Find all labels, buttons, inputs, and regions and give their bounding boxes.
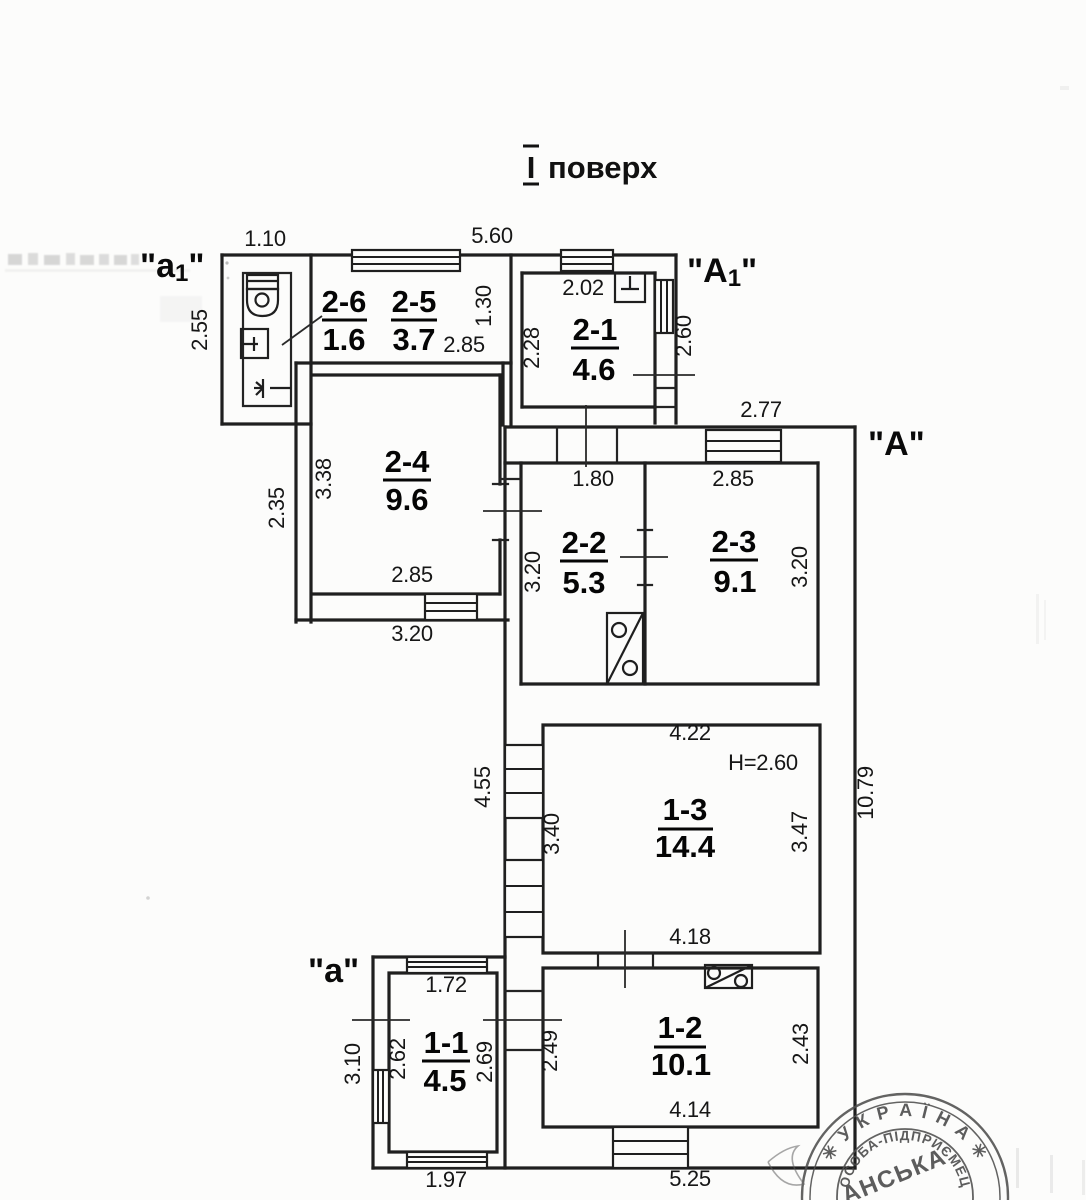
leader-lines xyxy=(281,315,695,1021)
signature-squiggle xyxy=(767,1144,806,1186)
room-2-5-label: 2-5 3.7 xyxy=(391,284,437,357)
svg-text:9.6: 9.6 xyxy=(385,482,428,517)
window-room11-bottom xyxy=(405,1150,489,1170)
dim-a-left: 3.10 xyxy=(340,1043,365,1085)
dim-a1-left: 2.55 xyxy=(187,309,212,351)
dim-r24-height: 3.38 xyxy=(311,458,336,500)
dim-r21-right: 2.60 xyxy=(671,315,696,357)
window-room24-bottom xyxy=(423,592,479,622)
lamp-icon xyxy=(254,379,291,398)
title-roman-numeral: І xyxy=(527,150,536,185)
dim-r11-left: 2.62 xyxy=(385,1038,410,1080)
marker-A: "А" xyxy=(868,425,925,463)
dim-r12-right: 2.43 xyxy=(788,1023,813,1065)
dim-r24-left-out: 2.35 xyxy=(264,487,289,529)
svg-text:9.1: 9.1 xyxy=(713,564,756,599)
dimensions: 1.10 5.60 2.02 2.55 1.30 2.85 2.28 2.60 … xyxy=(187,223,878,1192)
svg-text:1-2: 1-2 xyxy=(658,1010,703,1045)
dim-r13-right: 3.47 xyxy=(787,811,812,853)
dim-r13-bottom: 4.18 xyxy=(669,924,711,949)
dim-strip-top: 5.60 xyxy=(471,223,513,248)
room-2-2-label: 2-2 5.3 xyxy=(560,525,608,600)
svg-text:5.3: 5.3 xyxy=(562,565,605,600)
svg-text:1-3: 1-3 xyxy=(663,792,708,827)
dim-r11-right: 2.69 xyxy=(472,1041,497,1083)
window-blockA-top xyxy=(704,428,783,464)
dim-r13-left: 3.40 xyxy=(539,813,564,855)
room-1-1-label: 1-1 4.5 xyxy=(422,1025,470,1098)
window-strip-top xyxy=(350,248,462,273)
dim-blockA-top: 2.77 xyxy=(740,397,782,422)
dim-a-bottom-out: 1.97 xyxy=(425,1167,467,1192)
room-1-3-label: 1-3 14.4 xyxy=(655,792,716,864)
marker-a: "а" xyxy=(308,952,359,990)
room-2-6-label: 2-6 1.6 xyxy=(322,284,367,357)
dim-r11-top: 1.72 xyxy=(425,972,467,997)
dim-r23-right: 3.20 xyxy=(787,546,812,588)
marker-a1: "а1" xyxy=(140,247,205,287)
toilet-icon xyxy=(245,273,280,318)
room-2-4-label: 2-4 9.6 xyxy=(383,444,431,517)
svg-text:4.6: 4.6 xyxy=(572,352,615,387)
dim-r12-bottom-out: 5.25 xyxy=(669,1166,711,1191)
dim-r13-top: 4.22 xyxy=(669,720,711,745)
hatch-room12-icon xyxy=(703,963,754,990)
svg-text:2-2: 2-2 xyxy=(562,525,607,560)
room-1-2-label: 1-2 10.1 xyxy=(651,1010,711,1082)
room-2-1-label: 2-1 4.6 xyxy=(571,312,619,387)
svg-text:1.6: 1.6 xyxy=(322,322,365,357)
window-room21-right xyxy=(653,278,675,335)
dim-a1-top: 1.10 xyxy=(244,226,286,251)
svg-text:14.4: 14.4 xyxy=(655,829,716,864)
svg-text:4.5: 4.5 xyxy=(423,1063,466,1098)
svg-text:2-3: 2-3 xyxy=(712,524,757,559)
svg-text:2-1: 2-1 xyxy=(573,312,618,347)
dim-r22-top: 1.80 xyxy=(572,466,614,491)
dim-r23-top: 2.85 xyxy=(712,466,754,491)
height-note: H=2.60 xyxy=(728,750,798,775)
dim-r21-left: 2.28 xyxy=(519,327,544,369)
svg-text:3.7: 3.7 xyxy=(392,322,435,357)
svg-text:2-5: 2-5 xyxy=(392,284,437,319)
window-room11-left xyxy=(371,1068,391,1125)
window-room13-left-upper xyxy=(503,743,545,820)
dim-r12-left: 2.49 xyxy=(537,1030,562,1072)
svg-text:10.1: 10.1 xyxy=(651,1047,711,1082)
room-2-3-label: 2-3 9.1 xyxy=(710,524,758,599)
svg-text:2-6: 2-6 xyxy=(322,284,367,319)
stairs-room22-icon xyxy=(605,611,645,686)
dim-strip-width: 2.85 xyxy=(443,332,485,357)
window-room12-bottom xyxy=(611,1125,690,1170)
dim-blockA-right: 10.79 xyxy=(853,766,878,820)
dim-r21-top: 2.02 xyxy=(562,275,604,300)
dim-corridor-left: 4.55 xyxy=(470,766,495,808)
marker-A1: "А1" xyxy=(687,252,757,292)
sink-icon xyxy=(239,327,270,360)
dim-r24-width: 2.85 xyxy=(391,562,433,587)
dim-r22-left: 3.20 xyxy=(520,551,545,593)
scan-artifact-topleft xyxy=(5,253,202,322)
dim-strip-height: 1.30 xyxy=(471,285,496,327)
window-room11-top xyxy=(405,955,489,975)
dim-r12-bottom: 4.14 xyxy=(669,1097,711,1122)
svg-text:1-1: 1-1 xyxy=(424,1025,469,1060)
official-stamp: ✳ У К Р А Ї Н А ✳ ОСОБА-ПІДПРИЄМЕЦ АНСЬК… xyxy=(767,1092,1085,1200)
window-room21-top xyxy=(559,248,615,273)
svg-text:2-4: 2-4 xyxy=(385,444,431,479)
page-title: І поверх xyxy=(523,144,658,186)
dim-r24-bottom-out: 3.20 xyxy=(391,621,433,646)
title-word: поверх xyxy=(548,150,658,185)
sink-room21-icon xyxy=(613,271,647,304)
window-room13-left-lower xyxy=(503,858,545,939)
